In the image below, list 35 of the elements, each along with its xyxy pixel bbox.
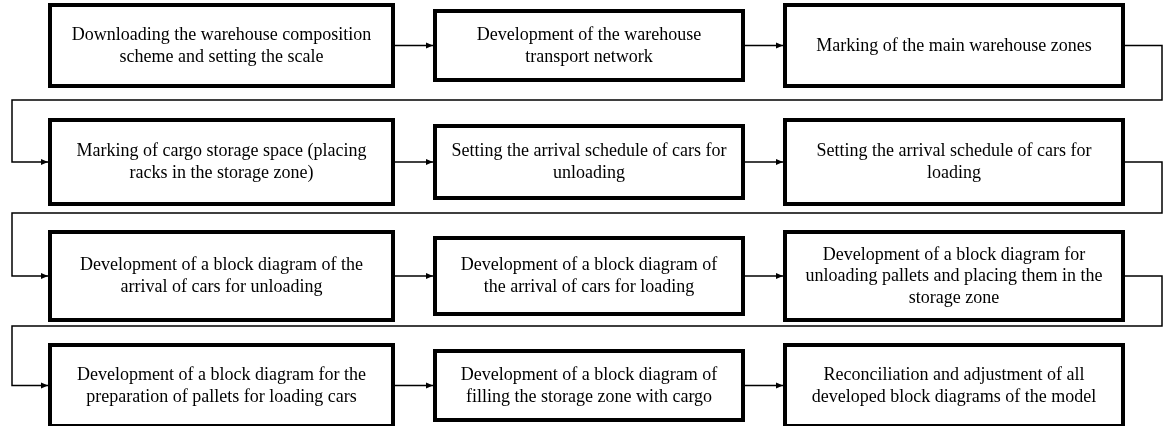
process-box: [783, 3, 1125, 88]
step-text: Development of a block diagram of the arrival of cars for loading: [459, 254, 719, 298]
process-box: [433, 9, 745, 82]
step-text: Marking of cargo storage space (placing racks in the storage zone): [75, 140, 368, 184]
process-box: [783, 230, 1125, 322]
process-box: [433, 236, 745, 316]
arrow: [11, 161, 1163, 279]
step-text: Reconciliation and adjustment of all developed block diagrams of the model: [810, 363, 1098, 408]
arrow: [11, 44, 1163, 165]
process-box: [783, 118, 1125, 206]
process-box: [433, 349, 745, 422]
arrow: [394, 382, 434, 389]
arrow: [394, 159, 434, 165]
step-text: Downloading the warehouse composition scheme and setting the scale: [70, 23, 373, 68]
process-box: [48, 343, 395, 426]
process-box: [48, 3, 395, 88]
arrow: [11, 275, 1163, 389]
process-box: [433, 124, 745, 200]
arrow: [744, 382, 784, 389]
step-text: Development of the warehouse transport network: [475, 23, 703, 68]
arrow: [744, 159, 784, 165]
process-box: [48, 118, 395, 206]
process-box: [783, 343, 1125, 426]
step-text: Development of a block diagram for the preparation of pallets for loading cars: [76, 363, 367, 408]
step-text: Setting the arrival schedule of cars for loading: [815, 140, 1093, 184]
arrow: [744, 273, 784, 279]
arrow: [394, 273, 434, 279]
step-text: Setting the arrival schedule of cars for unloading: [450, 140, 728, 184]
arrow: [744, 42, 784, 49]
step-text: Development of a block diagram of filling the storage zone with cargo: [459, 363, 719, 408]
step-text: Development of a block diagram of the arrival of cars for unloading: [79, 254, 364, 298]
step-text: Marking of the main warehouse zones: [816, 34, 1092, 57]
arrow: [394, 42, 434, 49]
step-text: Development of a block diagram for unloading pallets and placing them in the storage zone: [804, 243, 1104, 309]
process-box: [48, 230, 395, 322]
